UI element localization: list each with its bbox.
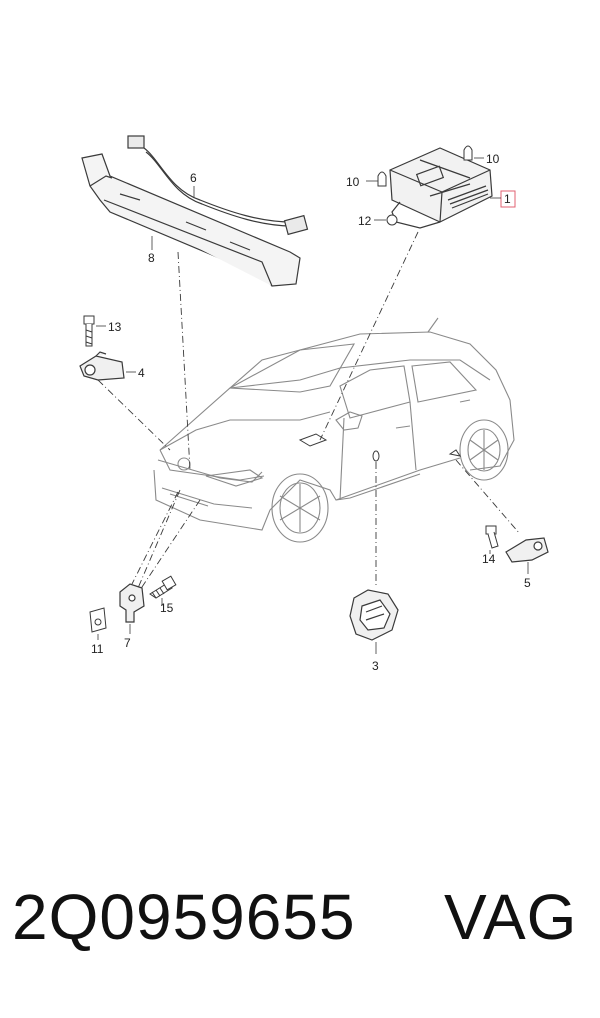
airbag-control-unit — [389, 147, 493, 229]
door-sensor-3 — [349, 589, 399, 641]
callout-8: 8 — [148, 251, 155, 265]
impact-sensor-4 — [79, 351, 125, 381]
callout-5: 5 — [524, 576, 531, 590]
callout-14: 14 — [482, 552, 496, 566]
bolt-15 — [149, 575, 177, 599]
leader-lines — [97, 231, 521, 591]
parts-diagram: 1 10 10 12 8 6 13 4 — [79, 135, 549, 673]
callout-3: 3 — [372, 659, 379, 673]
bolt-13 — [83, 315, 95, 347]
callout-12: 12 — [358, 214, 372, 228]
callout-1: 1 — [504, 192, 511, 206]
callout-10-left: 10 — [346, 175, 360, 189]
nut-11 — [89, 607, 107, 633]
callout-4: 4 — [138, 366, 145, 380]
callout-7: 7 — [124, 636, 131, 650]
callout-13: 13 — [108, 320, 122, 334]
bolt-14 — [485, 525, 499, 549]
callout-15: 15 — [160, 601, 174, 615]
airbag-unit-nuts — [377, 145, 473, 226]
callout-6: 6 — [190, 171, 197, 185]
front-sensor-7 — [119, 583, 145, 623]
callout-1-highlight-box — [500, 190, 516, 208]
wiring-harness — [127, 135, 309, 236]
footer: 2Q0959655 VAG — [0, 880, 600, 990]
callout-11: 11 — [91, 642, 104, 656]
rear-sensor-5 — [505, 537, 549, 563]
car-body — [153, 317, 515, 543]
car-sensor-markers — [298, 433, 462, 462]
brand: VAG — [444, 881, 578, 953]
crash-bar — [81, 153, 301, 287]
part-number: 2Q0959655 — [12, 881, 356, 953]
callout-10-top: 10 — [486, 152, 500, 166]
